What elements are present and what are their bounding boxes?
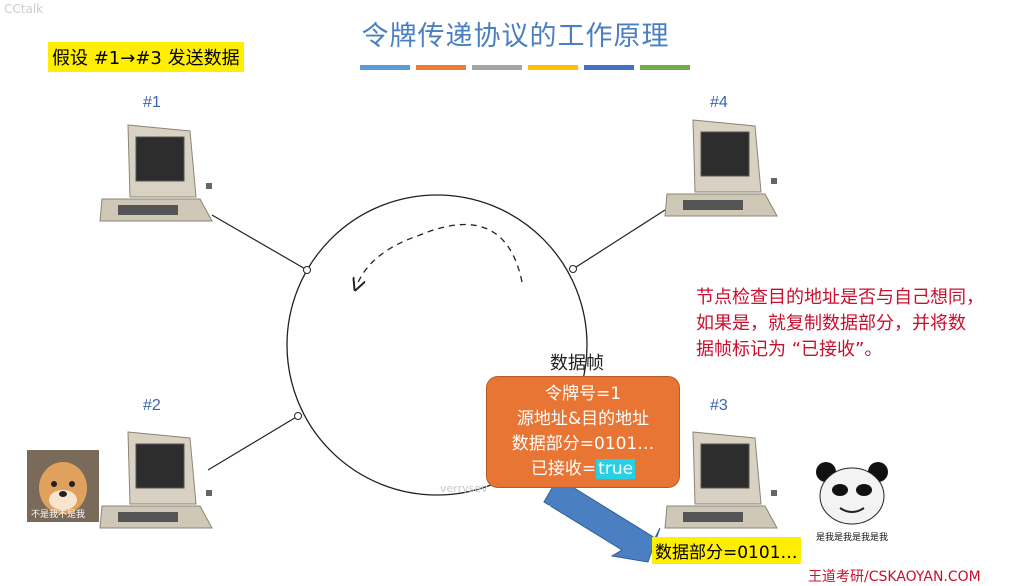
assumption-label: 假设 #1→#3 发送数据 [48,42,244,72]
accent-bar [360,65,410,70]
explanation-line: 如果是，就复制数据部分，并将数 [696,313,966,334]
computer-2-icon [99,431,213,529]
accent-bars [360,65,690,70]
dog-face-icon [27,450,99,522]
computer-1-icon [99,124,213,222]
rotation-arrow [357,223,523,285]
accent-bar [528,65,578,70]
frame-title: 数据帧 [550,353,604,374]
frame-received-value: true [596,459,636,479]
meme-panda-image: 是我是我是我是我 [812,460,892,543]
watermark: CCtalk [4,2,44,16]
frame-received: 已接收=true [487,457,679,482]
ring [286,194,588,496]
link-1 [211,214,308,271]
link-4 [572,209,666,270]
data-frame-box: 令牌号=1 源地址&目的地址 数据部分=0101… 已接收=true [486,376,680,488]
accent-bar [416,65,466,70]
computer-4-icon [664,119,778,217]
page-title: 令牌传递协议的工作原理 [361,21,670,52]
meme-left-caption: 不是我不是我 [31,510,86,520]
node-label-1: #1 [143,94,161,111]
frame-data: 数据部分=0101… [511,434,655,454]
node-label-3: #3 [710,397,728,414]
copied-data-label: 数据部分=0101… [652,537,801,564]
meme-dog-image: 不是我不是我 [27,450,99,522]
node-label-2: #2 [143,397,161,414]
tap-2 [294,412,302,420]
explanation-text: 节点检查目的地址是否与自己想同， 如果是，就复制数据部分，并将数 据帧标记为 “… [696,285,1031,363]
copy-arrow-icon [543,477,661,563]
panda-face-icon [816,462,888,525]
frame-address: 源地址&目的地址 [516,409,650,429]
computer-3-icon [664,431,778,529]
frame-token: 令牌号=1 [544,384,622,404]
accent-bar [584,65,634,70]
meme-right-caption: 是我是我是我是我 [815,533,888,543]
accent-bar [472,65,522,70]
tap-4 [569,265,577,273]
footer-text: 王道考研/CSKAOYAN.COM [808,569,981,585]
center-watermark: verrysev [440,482,488,495]
frame-received-label: 已接收= [530,459,597,479]
explanation-line: 据帧标记为 “已接收”。 [696,339,883,360]
node-label-4: #4 [710,94,728,111]
link-2 [207,415,299,471]
tap-1 [303,266,311,274]
explanation-line: 节点检查目的地址是否与自己想同， [696,287,984,308]
accent-bar [640,65,690,70]
